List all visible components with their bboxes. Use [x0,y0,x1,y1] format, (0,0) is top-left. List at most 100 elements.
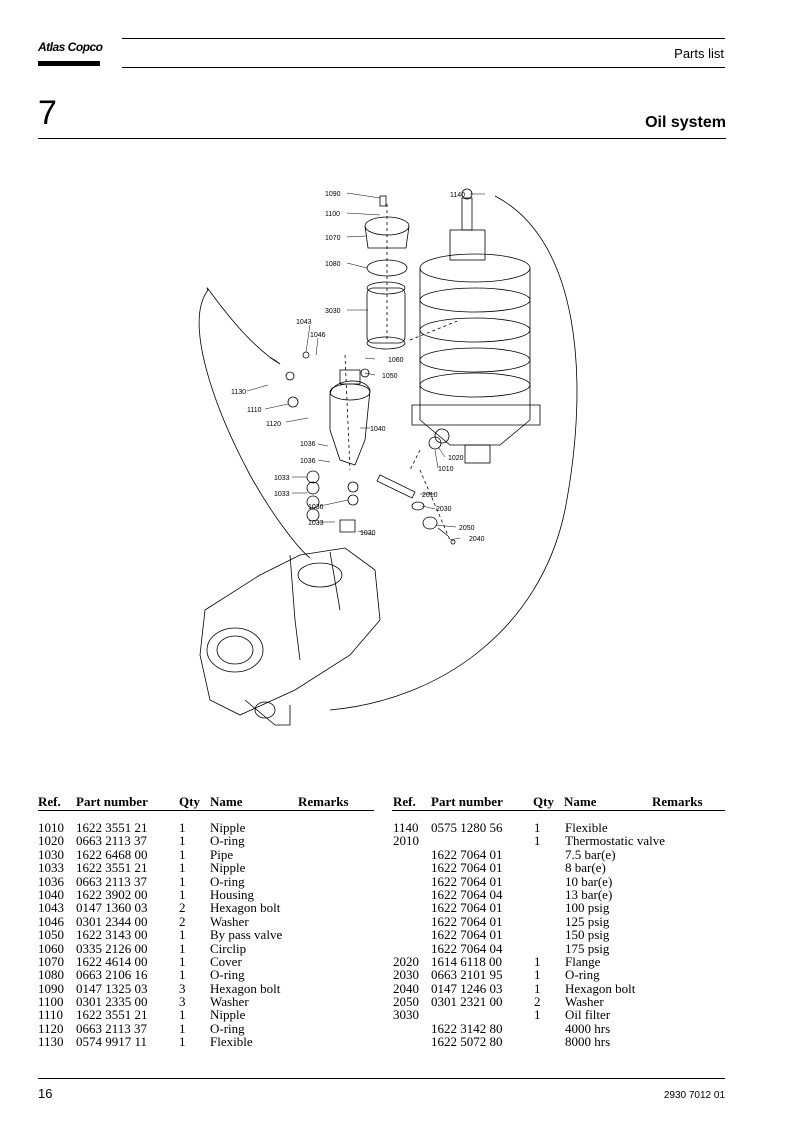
table-header-rule-left [38,810,374,811]
name-cell: Nipple [210,1007,246,1023]
part-number-cell: 0147 1246 03 [431,980,503,996]
callout-1050: 1050 [382,373,398,380]
logo-text: Atlas Copco [38,40,103,54]
name-cell: O-ring [210,1020,245,1036]
part-number-cell: 1622 3142 80 [431,1020,503,1036]
part-number-cell: 0301 2344 00 [76,913,148,929]
qty-cell: 1 [179,940,186,956]
name-cell: By pass valve [210,927,283,943]
part-number-cell: 1622 7064 04 [431,940,503,956]
name-cell: Circlip [210,940,247,956]
col-header-qty-right: Qty [533,794,554,809]
qty-cell: 1 [179,1034,186,1050]
ref-cell: 3030 [393,1007,419,1023]
name-cell: 10 bar(e) [565,873,613,889]
part-number-cell: 0147 1325 03 [76,980,148,996]
ref-cell: 2040 [393,980,419,996]
name-cell: Flange [565,953,601,969]
table-row: 1622 7064 01 100 psig [393,900,725,916]
name-cell: Flexible [565,820,608,835]
chapter-number: 7 [38,94,57,132]
footer-rule [38,1078,725,1079]
col-header-name-right: Name [564,794,597,809]
section-rule [38,138,726,139]
name-cell: O-ring [210,873,245,889]
part-number-cell: 0663 2113 37 [76,873,148,889]
qty-cell: 2 [179,900,186,916]
callout-1033-c: 1033 [308,520,324,527]
name-cell: Washer [565,994,604,1010]
part-number-cell: 0147 1360 03 [76,900,148,916]
ref-cell: 1010 [38,820,64,835]
name-cell: 13 bar(e) [565,886,613,902]
callout-1100: 1100 [325,211,340,218]
name-cell: Thermostatic valve [565,833,665,849]
col-header-part-number-right: Part number [431,794,503,809]
part-number-cell: 0575 1280 56 [431,820,503,835]
name-cell: Nipple [210,820,246,835]
name-cell: 100 psig [565,900,610,916]
callout-1046: 1046 [310,332,326,339]
qty-cell: 1 [179,927,186,943]
part-number-cell: 1622 4614 00 [76,953,148,969]
part-number-cell: 1622 3551 21 [76,860,148,876]
callout-2050: 2050 [459,525,475,532]
table-row: 1622 7064 01 150 psig [393,927,725,943]
name-cell: Housing [210,886,255,902]
qty-cell: 1 [179,953,186,969]
qty-cell: 1 [179,846,186,862]
name-cell: Cover [210,953,242,969]
callout-2010: 2010 [422,492,438,499]
part-number-cell: 1622 7064 01 [431,900,503,916]
callout-1130: 1130 [231,389,246,396]
name-cell: Oil filter [565,1007,611,1023]
part-number-cell: 1622 7064 01 [431,913,503,929]
table-row: 1622 7064 01 10 bar(e) [393,873,725,889]
small-parts [285,351,370,533]
qty-cell: 1 [179,873,186,889]
qty-cell: 1 [179,833,186,849]
ref-cell: 1100 [38,994,64,1010]
ref-cell: 1040 [38,886,64,902]
name-cell: Nipple [210,860,246,876]
ref-cell: 2050 [393,994,419,1010]
table-header-rule-right [392,810,725,811]
ref-cell: 1070 [38,953,64,969]
part-number-cell: 0663 2101 95 [431,967,503,983]
part-number-cell: 1622 5072 80 [431,1034,503,1050]
col-header-remarks-left: Remarks [298,794,349,809]
col-header-ref-right: Ref. [393,794,416,809]
qty-cell: 1 [534,980,541,996]
table-row: 1070 1622 4614 00 1 Cover [38,953,378,969]
name-cell: Pipe [210,846,234,862]
part-number-cell: 1622 7064 01 [431,873,503,889]
callout-1040: 1040 [370,426,386,433]
header-rule-top [122,38,725,39]
name-cell: 150 psig [565,927,610,943]
name-cell: Washer [210,994,249,1010]
ref-cell: 1020 [38,833,64,849]
callout-1033-a: 1033 [274,475,290,482]
part-number-cell: 0663 2106 16 [76,967,148,983]
qty-cell: 1 [179,820,186,835]
name-cell: Hexagon bolt [210,900,281,916]
part-number-cell: 0663 2113 37 [76,1020,148,1036]
part-number-cell: 1622 7064 01 [431,927,503,943]
callout-1033-b: 1033 [274,491,290,498]
qty-cell: 1 [179,886,186,902]
thermostatic-valve-parts [376,428,456,545]
